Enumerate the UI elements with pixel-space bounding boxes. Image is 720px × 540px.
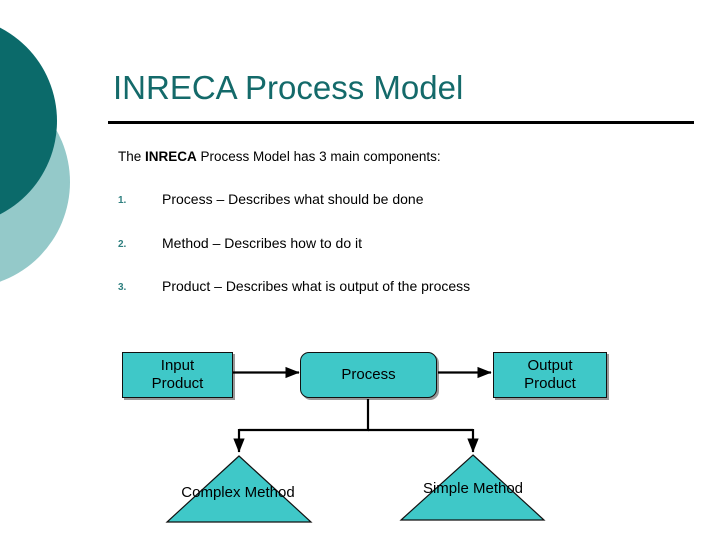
title-divider — [108, 121, 694, 124]
list-item: 2. Method – Describes how to do it — [118, 234, 678, 278]
complex-method-triangle — [165, 455, 313, 523]
intro-text: The INRECA Process Model has 3 main comp… — [118, 148, 441, 166]
complex-method-label: Complex Method — [181, 484, 295, 501]
list-item-label: Product – Describes what is output of th… — [162, 278, 471, 294]
simple-method-triangle — [399, 454, 546, 521]
intro-prefix: The — [118, 149, 146, 164]
intro-suffix: Process Model has 3 main components: — [196, 149, 441, 164]
node-output-product[interactable]: Output Product — [493, 352, 607, 398]
simple-method-label: Simple Method — [422, 480, 524, 497]
connector-process-trunk — [239, 399, 370, 432]
node-process[interactable]: Process — [300, 352, 437, 398]
list-item-label: Method – Describes how to do it — [162, 234, 362, 251]
page-title: INRECA Process Model — [113, 69, 464, 106]
list-item-number: 2. — [118, 238, 127, 250]
node-output-product-label: Output Product — [524, 357, 576, 392]
component-list: 1. Process – Describes what should be do… — [118, 190, 678, 321]
list-item-number: 3. — [118, 282, 127, 293]
list-item-label: Process – Describes what should be done — [162, 191, 424, 207]
list-item: 3. Product – Describes what is output of… — [118, 277, 678, 321]
node-input-product-label: Input Product — [151, 357, 204, 392]
node-input-product[interactable]: Input Product — [122, 352, 233, 398]
list-item-number: 1. — [118, 195, 127, 206]
intro-emphasis: INRECA — [145, 149, 197, 164]
list-item: 1. Process – Describes what should be do… — [118, 190, 678, 234]
node-process-label: Process — [341, 366, 396, 383]
